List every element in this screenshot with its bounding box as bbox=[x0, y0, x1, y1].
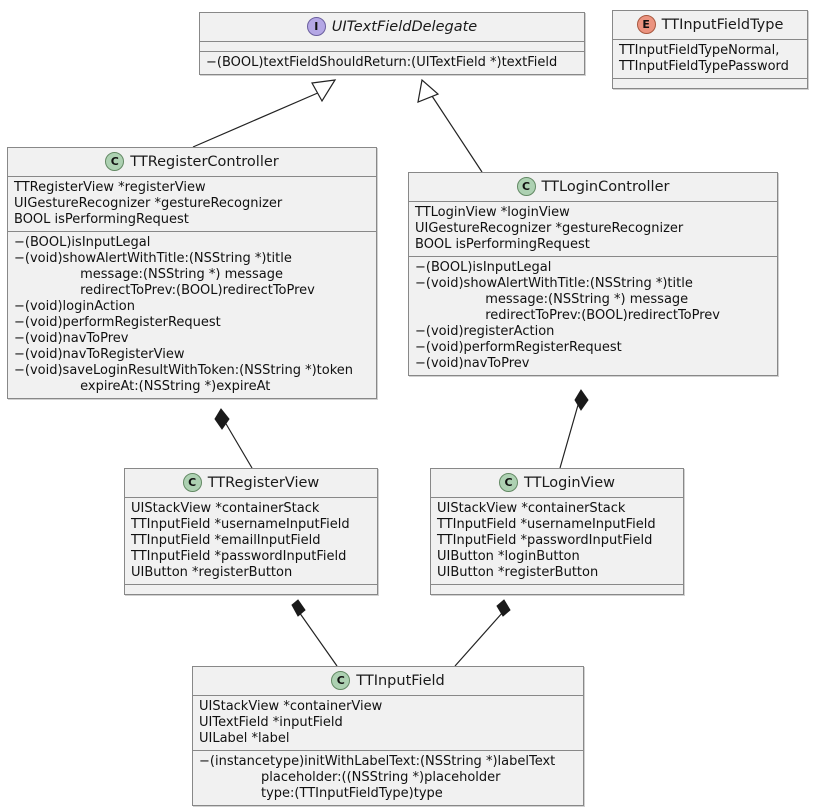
member-row: −(void)navToRegisterView bbox=[14, 347, 185, 362]
member-row: message:(NSString *) message bbox=[14, 267, 284, 282]
attributes-compartment: UIStackView *containerStack TTInputField… bbox=[125, 498, 377, 585]
class-icon: C bbox=[499, 473, 518, 492]
class-icon: C bbox=[331, 671, 351, 690]
node-tt-login-controller[interactable]: C TTLoginController TTLoginView *loginVi… bbox=[408, 172, 778, 376]
node-title: TTLoginView bbox=[524, 474, 615, 491]
attributes-compartment: UIStackView *containerView UITextField *… bbox=[193, 696, 583, 751]
member-row: BOOL isPerformingRequest bbox=[14, 212, 189, 227]
edge-login-controller-composes-login-view bbox=[559, 389, 589, 469]
class-icon: C bbox=[516, 177, 536, 196]
node-title-row: C TTRegisterController bbox=[8, 148, 376, 177]
member-row: −(BOOL)isInputLegal bbox=[415, 260, 552, 275]
class-icon: C bbox=[105, 152, 125, 171]
member-row: TTInputFieldTypeNormal, bbox=[619, 43, 780, 58]
node-title-row: C TTLoginView bbox=[431, 469, 683, 498]
methods-compartment bbox=[431, 585, 683, 594]
node-title-row: C TTRegisterView bbox=[125, 469, 377, 498]
member-row: UILabel *label bbox=[199, 731, 290, 746]
edge-register-controller-realizes-delegate bbox=[192, 79, 337, 148]
edge-register-controller-composes-register-view bbox=[214, 408, 253, 469]
member-row: TTInputField *passwordInputField bbox=[437, 533, 653, 548]
member-row: type:(TTInputFieldType)type bbox=[199, 786, 443, 801]
member-row: UIStackView *containerView bbox=[199, 699, 383, 714]
edge-login-controller-realizes-delegate bbox=[417, 78, 483, 173]
enum-values-compartment: TTInputFieldTypeNormal, TTInputFieldType… bbox=[613, 40, 807, 79]
methods-compartment: −(BOOL)isInputLegal −(void)showAlertWith… bbox=[409, 257, 777, 375]
methods-compartment bbox=[125, 585, 377, 594]
member-row: redirectToPrev:(BOOL)redirectToPrev bbox=[415, 308, 720, 323]
member-row: −(void)showAlertWithTitle:(NSString *)ti… bbox=[415, 276, 693, 291]
node-title-row: C TTInputField bbox=[193, 667, 583, 696]
node-tt-register-view[interactable]: C TTRegisterView UIStackView *containerS… bbox=[124, 468, 378, 595]
member-row: TTInputField *emailInputField bbox=[131, 533, 321, 548]
member-row: −(BOOL)textFieldShouldReturn:(UITextFiel… bbox=[206, 55, 558, 70]
member-row: UIButton *registerButton bbox=[131, 565, 293, 580]
methods-compartment: −(BOOL)isInputLegal −(void)showAlertWith… bbox=[8, 232, 376, 398]
member-row: placeholder:((NSString *)placeholder bbox=[199, 770, 501, 785]
member-row: −(void)showAlertWithTitle:(NSString *)ti… bbox=[14, 251, 292, 266]
member-row: message:(NSString *) message bbox=[415, 292, 689, 307]
node-title: TTRegisterView bbox=[207, 474, 320, 491]
member-row: −(void)registerAction bbox=[415, 324, 555, 339]
node-title: TTInputField bbox=[356, 672, 445, 689]
methods-compartment: −(instancetype)initWithLabelText:(NSStri… bbox=[193, 751, 583, 805]
member-row: −(void)performRegisterRequest bbox=[415, 340, 622, 355]
node-title-row: I UITextFieldDelegate bbox=[200, 13, 584, 42]
node-tt-input-field[interactable]: C TTInputField UIStackView *containerVie… bbox=[192, 666, 584, 806]
methods-compartment bbox=[613, 79, 807, 88]
member-row: TTLoginView *loginView bbox=[415, 205, 570, 220]
member-row: TTInputField *passwordInputField bbox=[131, 549, 347, 564]
node-title-row: E TTInputFieldType bbox=[613, 11, 807, 40]
member-row: TTRegisterView *registerView bbox=[14, 180, 206, 195]
member-row: UITextField *inputField bbox=[199, 715, 343, 730]
member-row: TTInputField *usernameInputField bbox=[437, 517, 656, 532]
node-tt-input-field-type[interactable]: E TTInputFieldType TTInputFieldTypeNorma… bbox=[612, 10, 808, 89]
member-row: TTInputFieldTypePassword bbox=[619, 59, 789, 74]
member-row: redirectToPrev:(BOOL)redirectToPrev bbox=[14, 283, 315, 298]
class-icon: C bbox=[182, 473, 202, 492]
member-row: UIStackView *containerStack bbox=[437, 501, 626, 516]
member-row: UIButton *registerButton bbox=[437, 565, 599, 580]
member-row: UIStackView *containerStack bbox=[131, 501, 320, 516]
member-row: −(void)loginAction bbox=[14, 299, 135, 314]
member-row: UIButton *loginButton bbox=[437, 549, 580, 564]
attributes-compartment: TTLoginView *loginView UIGestureRecogniz… bbox=[409, 202, 777, 257]
member-row: −(BOOL)isInputLegal bbox=[14, 235, 151, 250]
attributes-compartment: UIStackView *containerStack TTInputField… bbox=[431, 498, 683, 585]
member-row: TTInputField *usernameInputField bbox=[131, 517, 350, 532]
member-row: UIGestureRecognizer *gestureRecognizer bbox=[415, 221, 684, 236]
member-row: −(void)saveLoginResultWithToken:(NSStrin… bbox=[14, 363, 354, 378]
member-row: −(void)navToPrev bbox=[415, 356, 530, 371]
edge-login-view-composes-input-field bbox=[454, 599, 511, 667]
methods-compartment: −(BOOL)textFieldShouldReturn:(UITextFiel… bbox=[200, 52, 584, 74]
attributes-compartment bbox=[200, 42, 584, 52]
node-title: TTInputFieldType bbox=[661, 16, 784, 33]
node-title: TTLoginController bbox=[541, 178, 670, 195]
node-tt-register-controller[interactable]: C TTRegisterController TTRegisterView *r… bbox=[7, 147, 377, 399]
member-row: expireAt:(NSString *)expireAt bbox=[14, 379, 271, 394]
attributes-compartment: TTRegisterView *registerView UIGestureRe… bbox=[8, 177, 376, 232]
member-row: −(void)performRegisterRequest bbox=[14, 315, 221, 330]
node-title: TTRegisterController bbox=[130, 153, 279, 170]
edge-register-view-composes-input-field bbox=[291, 599, 338, 667]
member-row: UIGestureRecognizer *gestureRecognizer bbox=[14, 196, 283, 211]
node-tt-login-view[interactable]: C TTLoginView UIStackView *containerStac… bbox=[430, 468, 684, 595]
interface-icon: I bbox=[306, 17, 326, 36]
member-row: BOOL isPerformingRequest bbox=[415, 237, 590, 252]
member-row: −(instancetype)initWithLabelText:(NSStri… bbox=[199, 754, 556, 769]
node-title-row: C TTLoginController bbox=[409, 173, 777, 202]
node-title: UITextFieldDelegate bbox=[331, 18, 478, 35]
node-ui-text-field-delegate[interactable]: I UITextFieldDelegate −(BOOL)textFieldSh… bbox=[199, 12, 585, 75]
member-row: −(void)navToPrev bbox=[14, 331, 129, 346]
enum-icon: E bbox=[636, 15, 656, 34]
